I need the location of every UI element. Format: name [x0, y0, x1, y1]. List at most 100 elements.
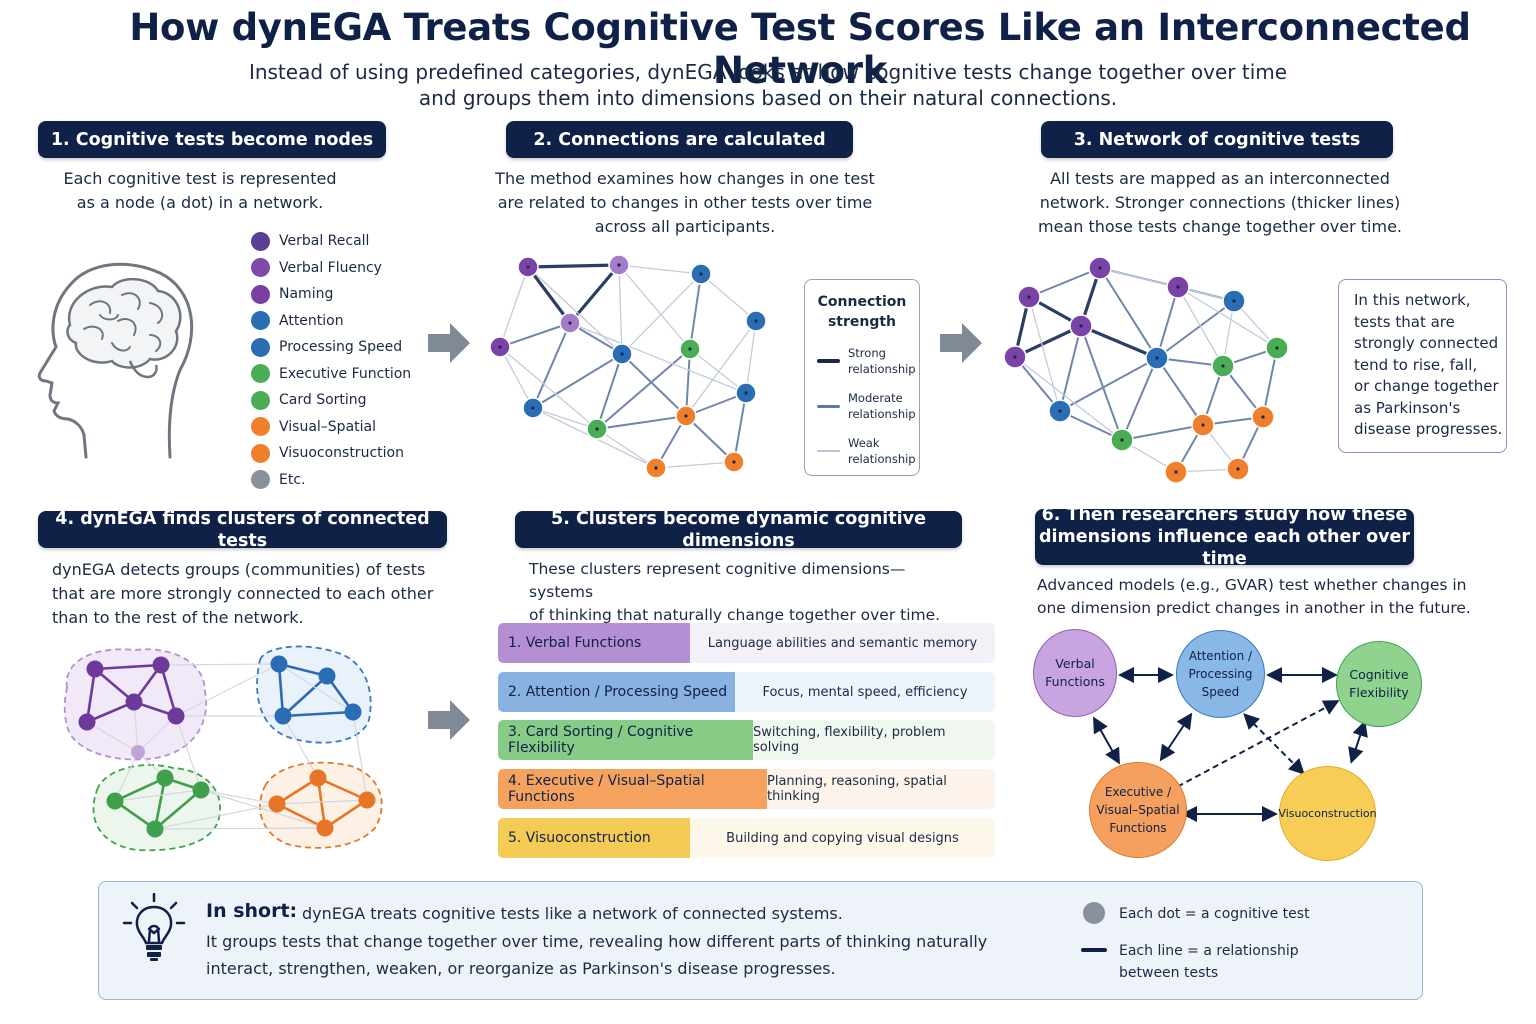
legend-item-visuoconstruction: Visuoconstruction [251, 440, 411, 467]
network-edge [1177, 286, 1224, 367]
cluster-edge [160, 663, 280, 666]
cluster-node [274, 707, 292, 725]
page-title: How dynEGA Treats Cognitive Test Scores … [129, 6, 1471, 92]
network-node-center [654, 466, 658, 470]
legend-item-executive-function: Executive Function [251, 361, 411, 388]
network-edge [596, 348, 691, 430]
network-edge [596, 415, 687, 430]
network-edge [1028, 296, 1061, 412]
arrow-right-icon [428, 323, 470, 363]
subtitle-line-1: Instead of using predefined categories, … [248, 60, 1288, 84]
legend-dot [251, 470, 270, 490]
step6-description: Advanced models (e.g., GVAR) test whethe… [1037, 576, 1471, 617]
lightbulb-icon [122, 893, 186, 961]
network-edge [733, 392, 747, 463]
cluster-edge [154, 827, 326, 830]
network-edge [526, 266, 572, 324]
network-edge [532, 322, 571, 409]
step1-description: Each cognitive test is represented as a … [63, 169, 337, 212]
network-node-center [526, 265, 530, 269]
cluster-edge [86, 721, 139, 753]
full-network-diagram [1003, 256, 1289, 484]
network-node-center [1261, 415, 1265, 419]
summary-box [98, 881, 1423, 1000]
dot-key-icon [1083, 902, 1105, 924]
dimension-arrows [1093, 667, 1368, 822]
step5-description: These clusters represent cognitive dimen… [529, 560, 941, 624]
network-edge [569, 322, 747, 394]
cluster-edge [282, 675, 328, 717]
step3-description: All tests are mapped as an interconnecte… [1037, 169, 1403, 236]
arrow-right-icon [940, 323, 982, 363]
network-edge [532, 407, 598, 430]
legend-dot [251, 258, 270, 278]
network-edge [655, 461, 735, 469]
dimension-description: Building and copying visual designs [726, 830, 959, 846]
cluster-edge [282, 710, 354, 718]
legend-dot [251, 337, 270, 357]
cluster-node [78, 713, 96, 731]
network-edge [499, 346, 598, 430]
dimension-description: Planning, reasoning, spatial thinking [767, 774, 947, 804]
network-edge [532, 353, 623, 409]
network-edge [621, 353, 687, 417]
arrow-right-icon [428, 700, 470, 740]
network-edge [596, 353, 623, 430]
network-node-center [1079, 324, 1083, 328]
legend-item-processing-speed: Processing Speed [251, 334, 411, 361]
cluster-node [270, 655, 288, 673]
cluster-edge [277, 663, 285, 717]
network-node-center [1176, 285, 1180, 289]
step4-heading: 4. dynEGA finds clusters of connected te… [38, 509, 447, 551]
network-edge [685, 320, 757, 417]
dimension-label: 1. Verbal Functions [498, 623, 690, 663]
dimension-row-card-sorting: 3. Card Sorting / Cognitive Flexibility … [498, 720, 995, 760]
network-node-center [754, 319, 758, 323]
cluster-edge [154, 803, 278, 830]
network-edge [1059, 357, 1158, 412]
network-node-center [684, 414, 688, 418]
network-node-center [1174, 470, 1178, 474]
step4-description: dynEGA detects groups (communities) of t… [52, 560, 434, 627]
network-edge [1177, 286, 1278, 349]
network-node-center [1027, 295, 1031, 299]
cluster-edge [159, 664, 178, 717]
network-edge [618, 264, 623, 355]
cluster-edge [317, 776, 368, 802]
network-edge [1080, 324, 1158, 360]
network-edge [1121, 357, 1158, 441]
dimension-description: Switching, flexibility, problem solving [753, 725, 946, 755]
cluster-edge [154, 789, 202, 830]
cluster-node [152, 656, 170, 674]
cluster-edge [200, 789, 326, 829]
network-node-center [1013, 355, 1017, 359]
network-edge [685, 415, 735, 463]
cluster-edge [278, 663, 354, 713]
network-edge [568, 263, 621, 325]
network-edge [527, 266, 623, 355]
cluster-node [125, 693, 143, 711]
cluster-node [268, 795, 286, 813]
network-node-center [1236, 467, 1240, 471]
cluster-node [146, 820, 164, 838]
cluster-edge [114, 751, 139, 802]
legend-dot [251, 443, 270, 463]
network-edge [618, 264, 691, 350]
cluster-node [167, 707, 185, 725]
legend-item-card-sorting: Card Sorting [251, 387, 411, 414]
step5-heading: 5. Clusters become dynamic cognitive dim… [515, 509, 962, 551]
step1-legend: Verbal Recall Verbal Fluency Naming Atte… [251, 228, 411, 493]
network-edge [527, 263, 620, 269]
network-edge [1156, 300, 1235, 359]
network-edge [689, 348, 747, 394]
dimension-row-attention: 2. Attention / Processing Speed Focus, m… [498, 672, 995, 712]
step2-description: The method examines how changes in one t… [495, 169, 875, 236]
network-edge [1014, 356, 1123, 441]
legend-dot [251, 417, 270, 437]
cluster-node [358, 791, 376, 809]
